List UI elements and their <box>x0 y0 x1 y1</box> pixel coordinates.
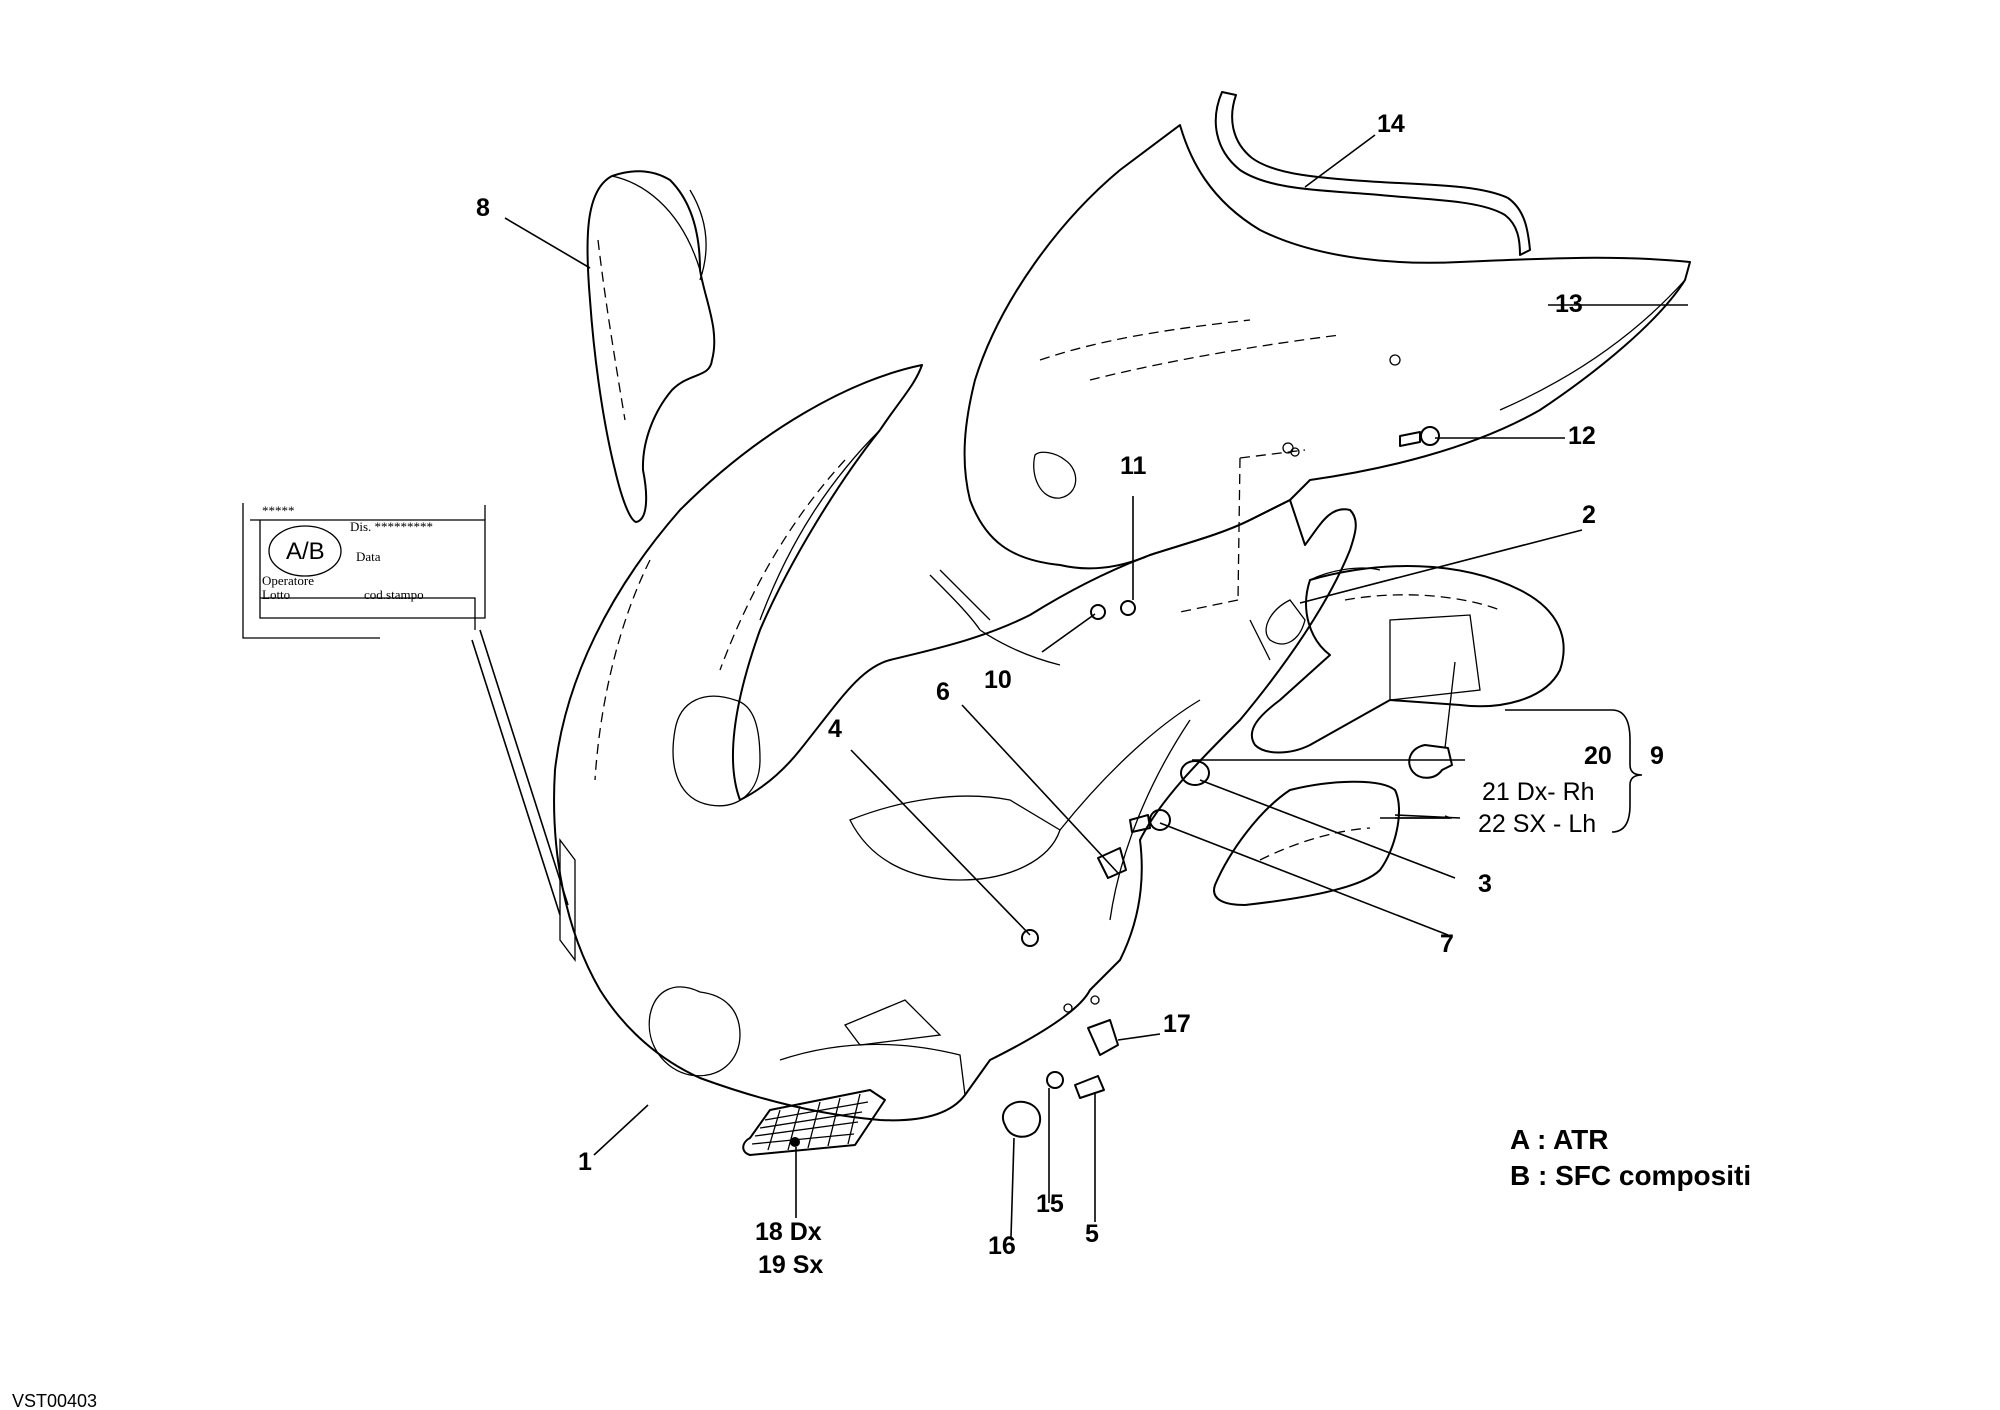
part-21-22-indicator-lens <box>1213 780 1401 906</box>
part-9-mirror <box>1249 565 1565 754</box>
part-18-19-grille <box>742 1089 886 1156</box>
callout-15: 15 <box>1036 1190 1064 1218</box>
legend-a: A : ATR <box>1510 1124 1609 1155</box>
part-8-side-panel <box>586 170 716 523</box>
label-plate-outline <box>242 503 486 639</box>
callout-17: 17 <box>1163 1010 1191 1038</box>
label-plate-operatore: Operatore <box>262 573 314 588</box>
callout-6: 6 <box>936 678 950 706</box>
callout-14: 14 <box>1377 110 1405 138</box>
callout-10: 10 <box>984 666 1012 694</box>
callout-4: 4 <box>828 715 842 743</box>
callout-16: 16 <box>988 1232 1016 1260</box>
label-plate-ab: A/B <box>286 538 325 565</box>
callout-19: 19 Sx <box>758 1251 824 1279</box>
callout-1: 1 <box>578 1148 592 1176</box>
callout-21: 21 Dx- Rh <box>1482 778 1595 806</box>
part-1-front-fairing <box>553 364 1357 1122</box>
legend-b: B : SFC compositi <box>1510 1160 1752 1191</box>
callout-22: 22 SX - Lh <box>1478 810 1597 838</box>
label-plate-data: Data <box>356 549 381 564</box>
callout-18: 18 Dx <box>755 1218 822 1246</box>
callout-9: 9 <box>1650 742 1664 770</box>
callout-12: 12 <box>1568 422 1596 450</box>
callout-5: 5 <box>1085 1220 1099 1248</box>
hardware-fasteners <box>929 426 1440 1138</box>
callout-20: 20 <box>1584 742 1612 770</box>
label-plate-lotto: Lotto <box>262 587 291 602</box>
label-plate-stars: ***** <box>262 503 295 518</box>
callout-13: 13 <box>1555 290 1583 318</box>
drawing-code: VST00403 <box>12 1391 98 1410</box>
callout-7: 7 <box>1440 930 1454 958</box>
callout-2: 2 <box>1582 501 1596 529</box>
part-20-bulb <box>1408 661 1456 779</box>
callout-11: 11 <box>1120 452 1147 480</box>
part-14-trim-strip <box>1214 91 1531 256</box>
callout-8: 8 <box>476 194 490 222</box>
callout-3: 3 <box>1478 870 1492 898</box>
label-plate-cod-stampo: cod.stampo <box>364 587 424 602</box>
callout-leaders <box>471 134 1688 1238</box>
label-plate-dis: Dis. ********* <box>350 519 434 534</box>
part-13-windscreen <box>963 124 1691 570</box>
